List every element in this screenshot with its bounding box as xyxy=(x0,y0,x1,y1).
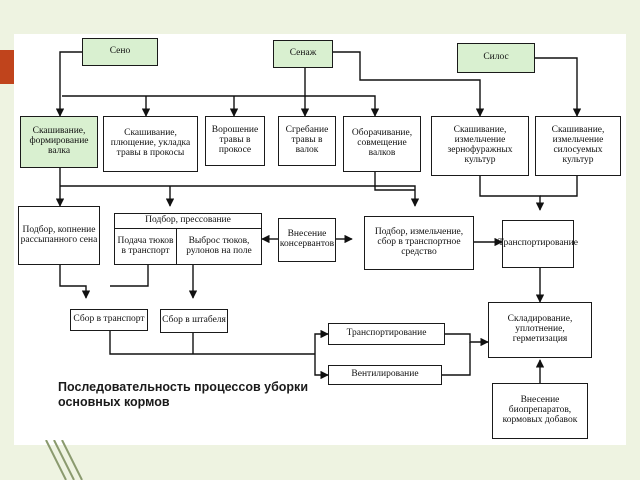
node-ventilation: Вентилирование xyxy=(328,365,442,385)
node-cut-windrow: Скашивание, формирование валка xyxy=(20,116,98,168)
node-silos: Силос xyxy=(457,43,535,73)
node-turning: Оборачивание, совмещение валков xyxy=(343,116,421,172)
node-transport-mid: Транспортирование xyxy=(328,323,445,345)
node-bale-eject: Выброс тюков, рулонов на поле xyxy=(186,235,252,256)
accent-bar xyxy=(0,50,14,84)
node-preservatives: Внесение консервантов xyxy=(278,218,336,262)
node-seno: Сено xyxy=(82,38,158,66)
node-cut-silage: Скашивание, измельчение силосуемых культ… xyxy=(535,116,621,176)
node-transport-right: Транспортирование xyxy=(498,220,578,268)
node-tedding: Ворошение травы в прокосе xyxy=(205,116,265,166)
node-senazh: Сенаж xyxy=(273,40,333,68)
node-pickup-chop: Подбор, измельчение, сбор в транспортное… xyxy=(364,216,474,270)
node-pickup-stack: Подбор, копнение рассыпанного сена xyxy=(18,206,100,265)
node-cut-condition: Скашивание, плющение, укладка травы в пр… xyxy=(103,116,198,172)
node-raking: Сгребание травы в валок xyxy=(278,116,336,166)
diagram-caption: Последовательность процессов уборки осно… xyxy=(58,380,308,409)
node-collect-stacks: Сбор в штабеля xyxy=(160,309,228,333)
node-storage: Складирование, уплотнение, герметизация xyxy=(488,302,592,358)
node-pickup-press: Подбор, прессование Подача тюков в транс… xyxy=(114,213,262,265)
node-bale-feed: Подача тюков в транспорт xyxy=(115,229,177,264)
corner-decoration xyxy=(45,440,83,480)
node-cut-grain: Скашивание, измельчение зернофуражных ку… xyxy=(431,116,529,176)
node-collect-transport: Сбор в транспорт xyxy=(70,309,148,331)
node-pickup-press-title: Подбор, прессование xyxy=(115,214,261,229)
node-bioadditives: Внесение биопрепаратов, кормовых добавок xyxy=(492,383,588,439)
